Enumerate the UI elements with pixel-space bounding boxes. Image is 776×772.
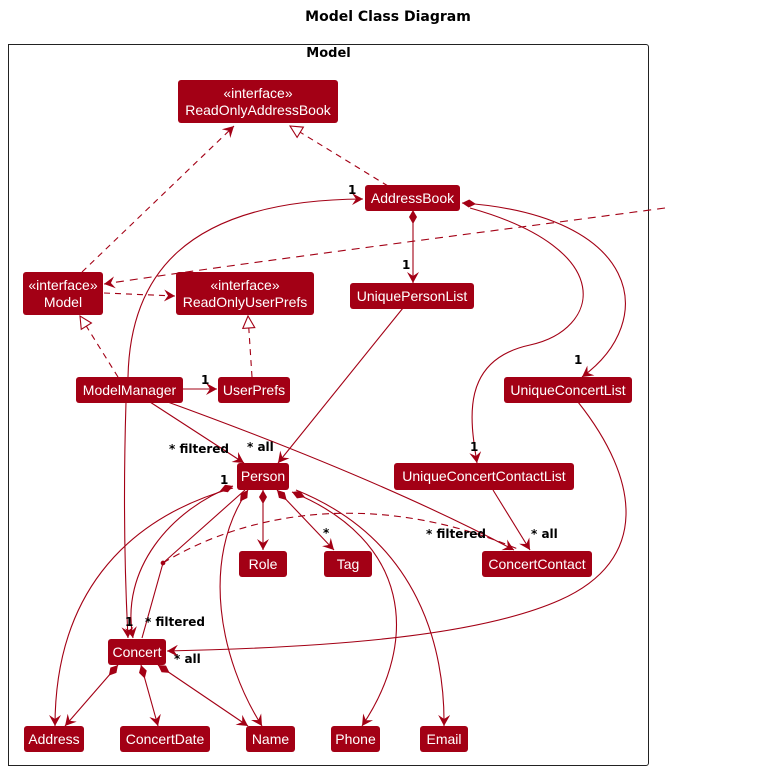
edge-uniqueconcertlist-concert	[166, 401, 627, 657]
class-name: Name	[251, 730, 290, 747]
class-role: Role	[239, 551, 287, 577]
edge-concert-address	[64, 664, 119, 727]
edge-concertcontact-association-class	[162, 512, 521, 564]
class-modelmanager: ModelManager	[76, 377, 183, 403]
mult-person-tag: *	[323, 526, 330, 540]
edge-person-email	[295, 489, 451, 727]
class-concert: Concert	[108, 639, 166, 665]
class-name: ConcertContact	[488, 555, 586, 572]
edge-person-tag	[276, 489, 335, 551]
class-name: UniqueConcertList	[510, 381, 626, 398]
class-name: Concert	[112, 643, 162, 660]
edge-person-address	[49, 487, 234, 727]
diagram-title: Model Class Diagram	[305, 9, 471, 25]
class-name: ReadOnlyAddressBook	[185, 101, 331, 118]
class-concertdate: ConcertDate	[120, 726, 210, 752]
stereotype: «interface»	[223, 84, 293, 101]
mult-mm-person-filtered: * filtered	[169, 442, 229, 456]
class-uniqueconcertcontactlist: UniqueConcertContactList	[394, 463, 574, 490]
class-name: Person	[240, 468, 286, 484]
class-addressbook: AddressBook	[365, 185, 460, 211]
edge-concert-concertdate	[139, 664, 161, 727]
class-name: UniqueConcertContactList	[402, 468, 566, 484]
package-frame	[8, 44, 649, 766]
class-name: Email	[426, 730, 462, 747]
mult-cc-filtered: * filtered	[426, 527, 486, 541]
edge-modelmanager-realizes-model	[80, 316, 119, 378]
class-name: UserPrefs	[222, 381, 286, 398]
edge-modelmanager-person	[149, 401, 245, 464]
class-uniqueconcertlist: UniqueConcertList	[504, 377, 632, 403]
edge-addressbook-uniqueconcertcontactlist	[469, 207, 584, 464]
edge-uccl-concertcontact	[492, 489, 531, 551]
mult-person-one: 1	[220, 473, 229, 487]
stereotype: «interface»	[210, 276, 280, 293]
mult-concert-one: 1	[125, 615, 134, 629]
edge-userprefs-realizes	[248, 316, 252, 378]
class-name: Role	[248, 555, 278, 572]
class-uniquepersonlist: UniquePersonList	[350, 283, 474, 309]
stereotype: «interface»	[28, 276, 98, 293]
mult-upl-person-all: * all	[247, 440, 274, 454]
class-address: Address	[24, 726, 84, 752]
mult-mm-addressbook: 1	[348, 183, 357, 197]
edge-modelmanager-addressbook	[127, 193, 364, 378]
mult-concert-filtered: * filtered	[145, 615, 205, 629]
class-name: UniquePersonList	[356, 287, 468, 304]
class-model: «interface» Model	[23, 272, 103, 315]
class-name: Tag	[336, 555, 360, 572]
edge-addressbook-realizes	[290, 126, 389, 187]
edge-uniquepersonlist-person	[277, 307, 404, 464]
class-name: Phone	[335, 730, 376, 747]
edge-concert-name	[157, 664, 249, 727]
class-userprefs: UserPrefs	[218, 377, 290, 403]
edge-addressbook-uniqueconcertlist	[461, 199, 626, 378]
mult-ab-uccl: 1	[470, 440, 479, 454]
class-name: ConcertDate	[125, 730, 205, 747]
class-person: Person	[237, 463, 289, 490]
class-name: Address	[28, 730, 80, 747]
mult-ab-upl: 1	[402, 258, 411, 272]
class-tag: Tag	[324, 551, 372, 577]
package-label: Model	[306, 46, 351, 61]
mult-ab-ucl: 1	[574, 353, 583, 367]
edge-person-name	[219, 489, 263, 727]
edge-model-readonlyuserprefs	[103, 289, 176, 302]
mult-mm-userprefs: 1	[201, 373, 210, 387]
edge-person-phone	[291, 490, 397, 727]
edge-modelmanager-concertcontact	[164, 400, 515, 551]
class-readonlyaddressbook: «interface» ReadOnlyAddressBook	[178, 80, 338, 123]
edge-modelmanager-concert	[121, 401, 134, 639]
class-concertcontact: ConcertContact	[482, 551, 592, 577]
mult-cc-all: * all	[531, 527, 558, 541]
class-name: ModelManager	[82, 381, 177, 398]
class-name: AddressBook	[370, 189, 455, 206]
class-name: ReadOnlyUserPrefs	[182, 293, 308, 310]
class-name-attr: Name	[246, 726, 295, 752]
edge-model-readonlyaddressbook	[81, 125, 235, 273]
class-email: Email	[420, 726, 468, 752]
class-readonlyuserprefs: «interface» ReadOnlyUserPrefs	[176, 272, 314, 315]
edge-person-concert	[125, 484, 234, 639]
class-phone: Phone	[331, 726, 380, 752]
mult-concert-all: * all	[174, 652, 201, 666]
class-name: Model	[43, 293, 83, 310]
